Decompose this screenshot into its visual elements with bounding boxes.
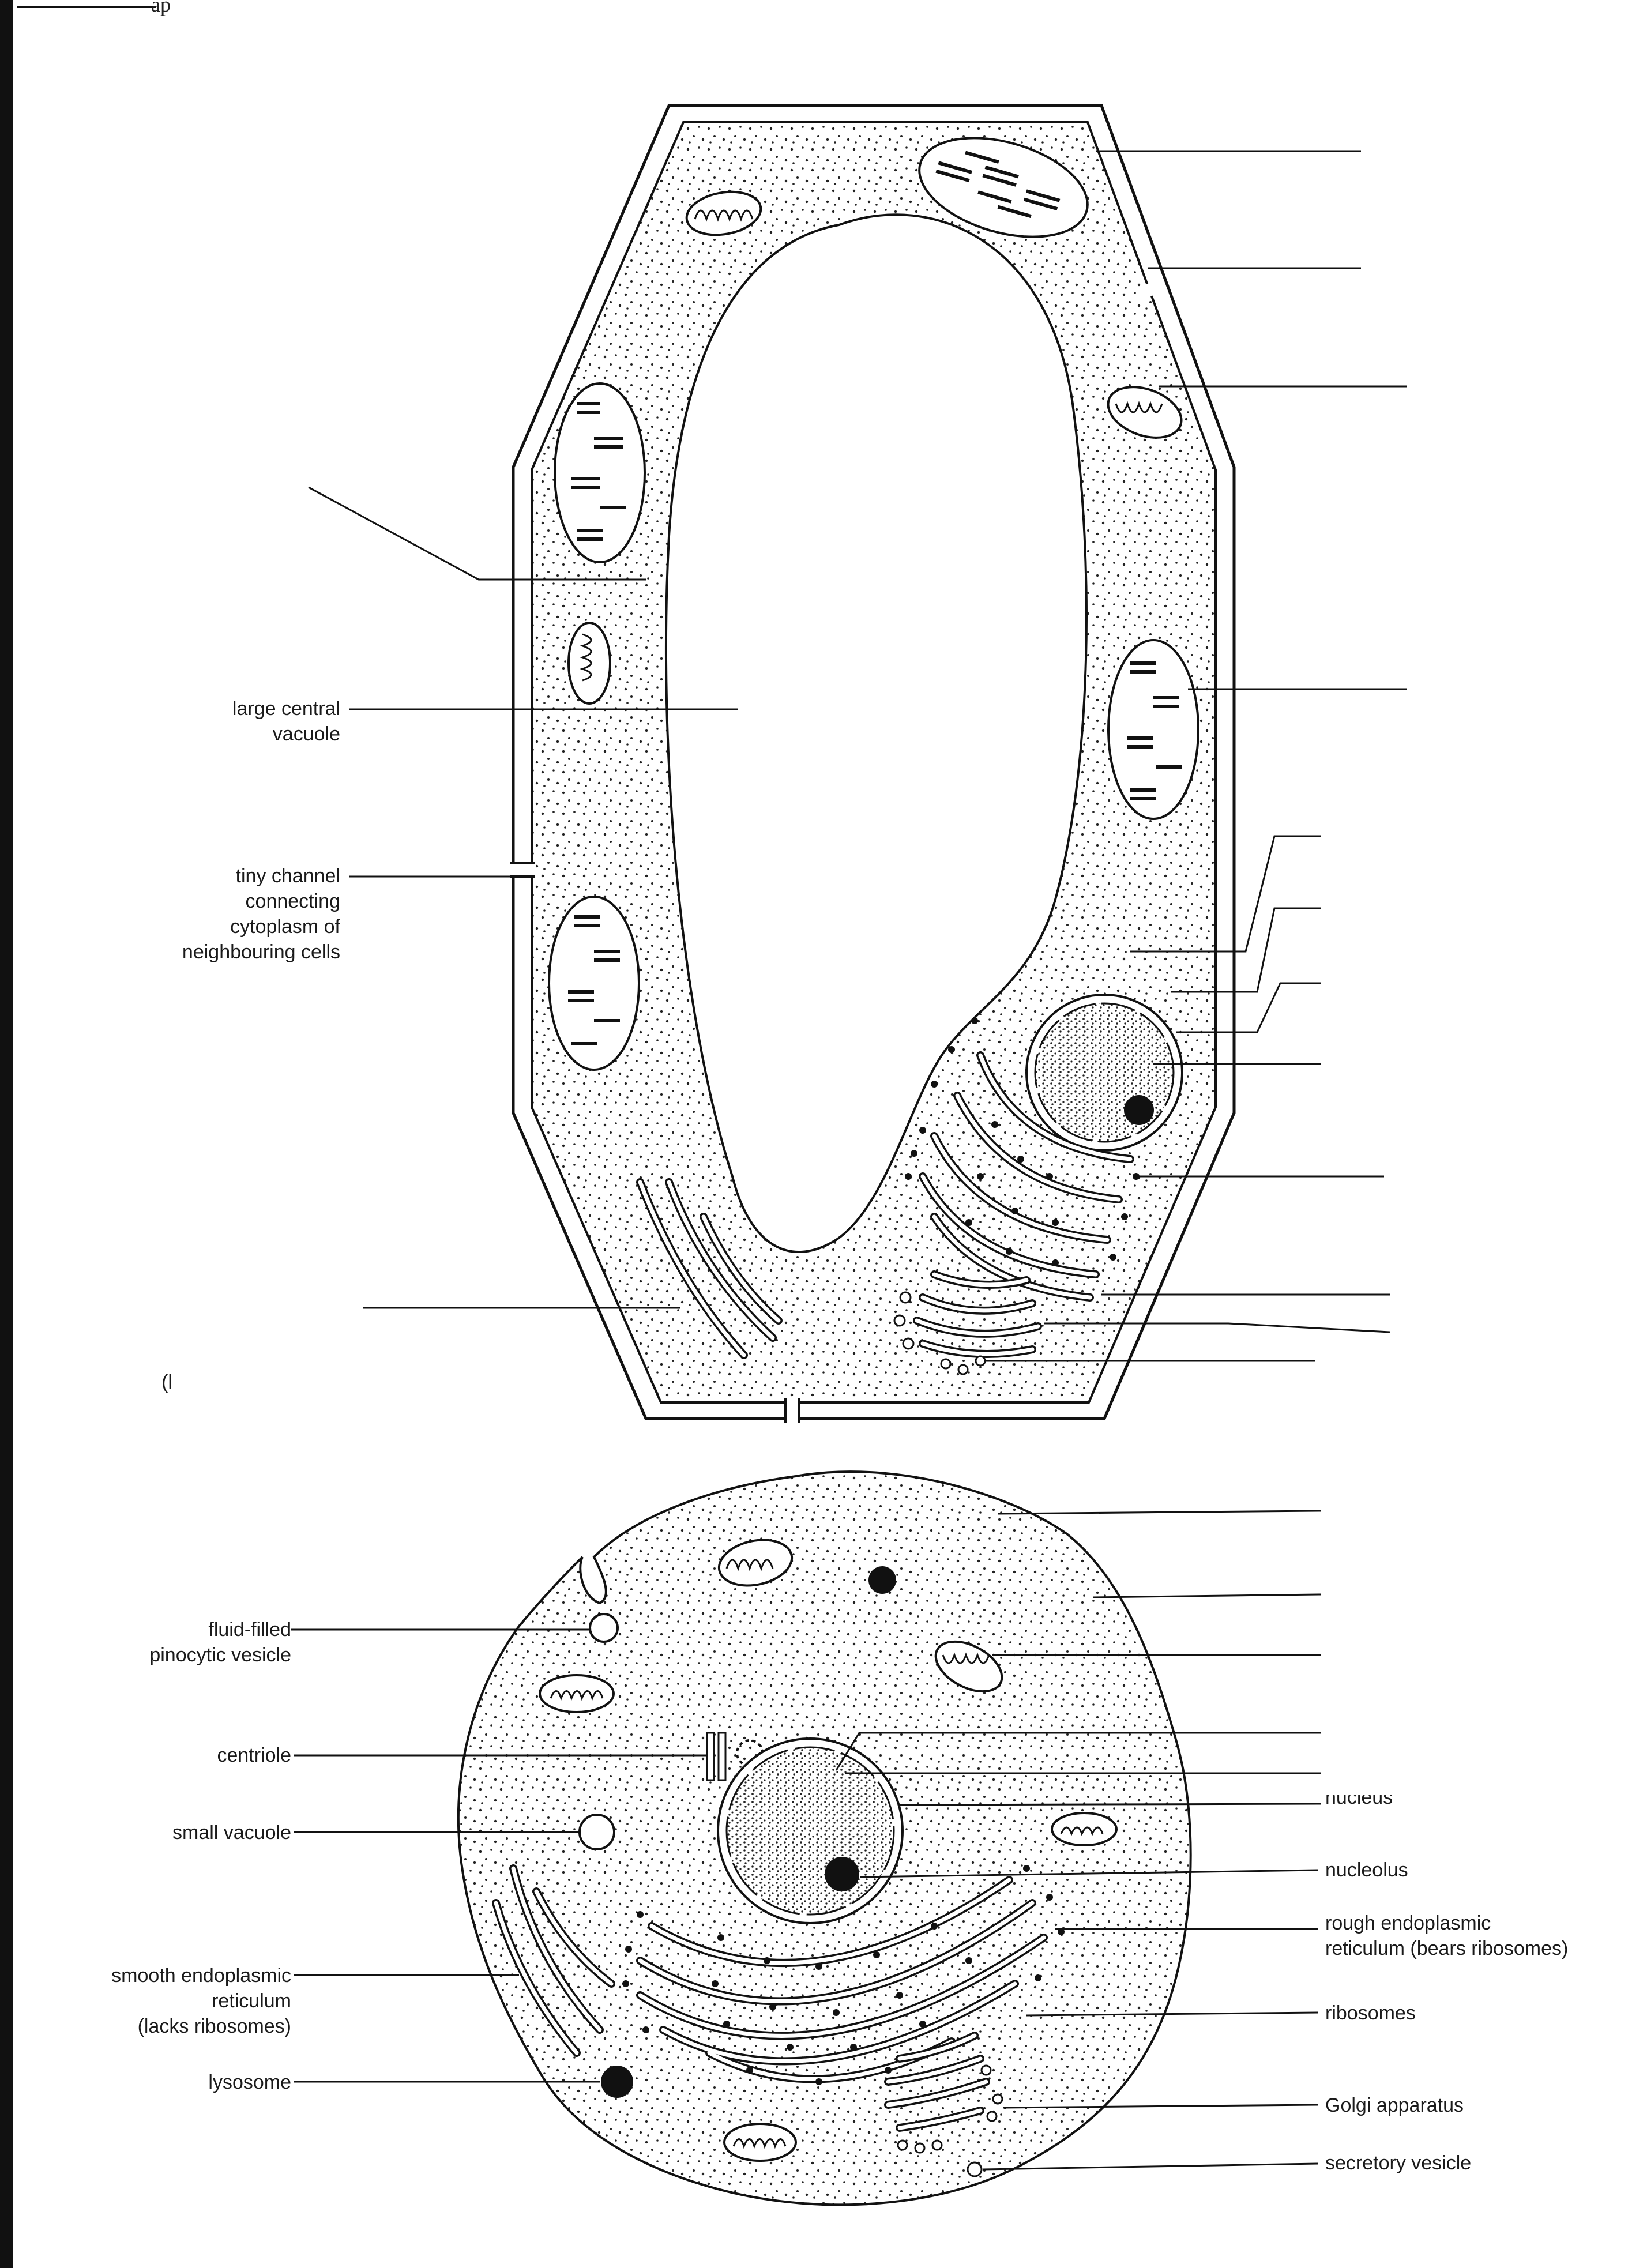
label-nucleus: nucleus	[899, 1778, 1459, 1808]
scan-edge-shadow	[0, 0, 13, 2268]
label-tiny-channel: tiny channel connecting cytoplasm of nei…	[182, 865, 513, 963]
animal-rough-er	[622, 1865, 1065, 2085]
scan-side-mark: (l	[161, 1371, 172, 1393]
large-central-vacuole	[664, 213, 1088, 1254]
label-centriole-text: centriole	[217, 1744, 291, 1766]
animal-mitochondrion-top	[717, 1539, 794, 1587]
label-pinocytic-vesicle-line1: fluid-filled	[208, 1619, 291, 1641]
chloroplast-left-upper	[554, 382, 646, 563]
label-smooth-er-line1: smooth endoplasmic	[111, 1965, 291, 1987]
mitochondrion-right	[1107, 386, 1183, 439]
label-smooth-er-line3: (lacks ribosomes)	[138, 2015, 291, 2037]
animal-nucleolus	[825, 1857, 859, 1891]
animal-nucleus	[717, 1737, 904, 1924]
animal-smooth-er	[492, 1864, 615, 2057]
label-tiny-channel-line1: tiny channel	[236, 865, 340, 887]
animal-pinocytic-vesicle	[589, 1613, 619, 1643]
label-pinocytic-vesicle: fluid-filled pinocytic vesicle	[149, 1619, 589, 1666]
label-centriole: centriole	[217, 1744, 706, 1766]
label-nucleolus: nucleolus	[860, 1859, 1408, 1881]
label-tiny-channel-line4: neighbouring cells	[182, 941, 340, 963]
animal-mitochondrion-right	[1051, 1812, 1118, 1846]
label-lysosome: lysosome	[208, 2071, 600, 2093]
mitochondrion-top-left	[685, 190, 762, 236]
scan-top-mark: ap	[151, 0, 171, 16]
animal-mitochondrion-left	[539, 1674, 615, 1713]
plant-nucleus	[1025, 994, 1183, 1152]
animal-mitochondrion-bottom	[723, 2123, 797, 2162]
chloroplast-top	[918, 137, 1089, 238]
animal-mitochondrion-center	[934, 1640, 1003, 1693]
label-tiny-channel-line3: cytoplasm of	[230, 916, 340, 938]
plant-smooth-er	[636, 1178, 783, 1359]
plant-pit-bottom	[785, 1398, 799, 1424]
plant-cell: large central vacuole tiny channel conne…	[182, 104, 1407, 1424]
animal-lysosome	[601, 2066, 633, 2098]
label-rough-er: rough endoplasmic reticulum (bears ribos…	[1055, 1912, 1568, 1959]
label-large-central-vacuole-line2: vacuole	[273, 723, 340, 745]
label-tiny-channel-line2: connecting	[246, 890, 340, 912]
chloroplast-left-lower	[548, 896, 640, 1071]
label-ribosomes-text: ribosomes	[1325, 2002, 1416, 2024]
label-rough-er-line1: rough endoplasmic	[1325, 1912, 1491, 1934]
label-secretory-vesicle-text: secretory vesicle	[1325, 2152, 1471, 2174]
plant-nucleolus	[1124, 1095, 1154, 1125]
label-smooth-er: smooth endoplasmic reticulum (lacks ribo…	[111, 1965, 519, 2037]
label-golgi-apparatus: Golgi apparatus	[1003, 2094, 1464, 2116]
label-large-central-vacuole-line1: large central	[232, 698, 340, 720]
label-large-central-vacuole: large central vacuole	[232, 698, 738, 745]
label-small-vacuole: small vacuole	[172, 1822, 579, 1844]
label-nucleus-clip	[1321, 1778, 1459, 1795]
animal-golgi	[884, 2032, 1003, 2177]
label-secretory-vesicle: secretory vesicle	[983, 2152, 1471, 2174]
animal-cell: fluid-filled pinocytic vesicle centriole…	[111, 1470, 1568, 2206]
label-small-vacuole-text: small vacuole	[172, 1822, 291, 1844]
animal-secretory-vesicle	[967, 2161, 983, 2177]
plant-cell-wall-outer	[512, 104, 1236, 1420]
label-golgi-text: Golgi apparatus	[1325, 2094, 1464, 2116]
label-ribosomes: ribosomes	[1026, 2002, 1416, 2024]
plant-leader-lines	[308, 150, 1407, 1362]
animal-small-vacuole	[578, 1814, 615, 1850]
chloroplast-right	[1107, 639, 1199, 820]
plant-rough-er	[905, 1017, 1140, 1302]
plant-pit-left	[507, 862, 536, 877]
label-pinocytic-vesicle-line2: pinocytic vesicle	[149, 1644, 291, 1666]
plant-golgi	[893, 1270, 1042, 1375]
label-nucleolus-text: nucleolus	[1325, 1859, 1408, 1881]
label-rough-er-line2: reticulum (bears ribosomes)	[1325, 1938, 1568, 1959]
animal-lysosome-top	[868, 1566, 896, 1594]
plant-pit-right	[1137, 280, 1161, 300]
label-lysosome-text: lysosome	[208, 2071, 291, 2093]
mitochondrion-left	[567, 622, 611, 705]
label-smooth-er-line2: reticulum	[212, 1990, 291, 2012]
animal-leader-lines	[835, 1510, 1321, 1774]
